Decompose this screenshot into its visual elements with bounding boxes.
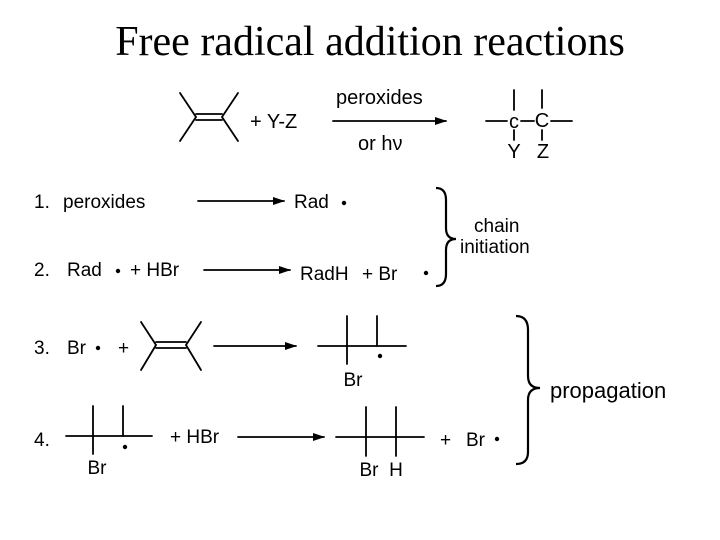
step-4-reagent: + HBr <box>170 427 220 448</box>
slide-title: Free radical addition reactions <box>115 19 625 65</box>
general-condition-bottom: or hν <box>358 133 402 155</box>
propagation-label: propagation <box>550 378 666 403</box>
general-product <box>485 89 573 141</box>
step-4-product-radical: Br <box>466 430 486 451</box>
initiation-bracket <box>435 186 457 288</box>
step-4-number: 4. <box>34 430 50 451</box>
step-4-product-label-left: Br <box>360 460 380 481</box>
radical-dot <box>377 353 383 359</box>
radical-dot <box>95 345 101 351</box>
step-3-number: 3. <box>34 338 50 359</box>
step-3-product-skeleton <box>317 315 407 365</box>
step-2-reactant-b: + HBr <box>130 260 180 281</box>
step-1-number: 1. <box>34 192 50 213</box>
product-carbon-right: C <box>535 110 549 132</box>
step-4-reactant-skeleton <box>65 405 153 455</box>
step-3-product-label: Br <box>344 370 364 391</box>
step-4-product-plus: + <box>440 430 451 451</box>
general-reagent: + Y-Z <box>250 111 297 133</box>
radical-dot <box>341 200 347 206</box>
step-1-product: Rad <box>294 192 329 213</box>
step-2-reactant-a: Rad <box>67 260 102 281</box>
product-z: Z <box>537 141 549 163</box>
step-1-reactant: peroxides <box>63 192 145 213</box>
step-3-alkene <box>140 321 202 371</box>
initiation-label-line1: chain <box>474 216 519 237</box>
propagation-bracket <box>515 314 541 466</box>
general-alkene <box>179 92 239 142</box>
step-3-plus: + <box>118 338 129 359</box>
step-2-product-a: RadH <box>300 264 349 285</box>
radical-dot <box>423 270 429 276</box>
product-y: Y <box>507 141 520 163</box>
initiation-label-line2: initiation <box>460 237 530 258</box>
step-3-reactant-a: Br <box>67 338 87 359</box>
product-carbon-left: c <box>509 111 519 133</box>
radical-dot <box>494 436 500 442</box>
step-2-number: 2. <box>34 260 50 281</box>
general-condition-top: peroxides <box>336 87 423 109</box>
step-4-product-skeleton <box>335 406 425 457</box>
radical-dot <box>115 268 121 274</box>
step-4-reactant-label: Br <box>88 458 108 479</box>
step-2-product-b: + Br <box>362 264 398 285</box>
radical-dot <box>122 444 128 450</box>
step-4-product-label-right: H <box>389 460 403 481</box>
